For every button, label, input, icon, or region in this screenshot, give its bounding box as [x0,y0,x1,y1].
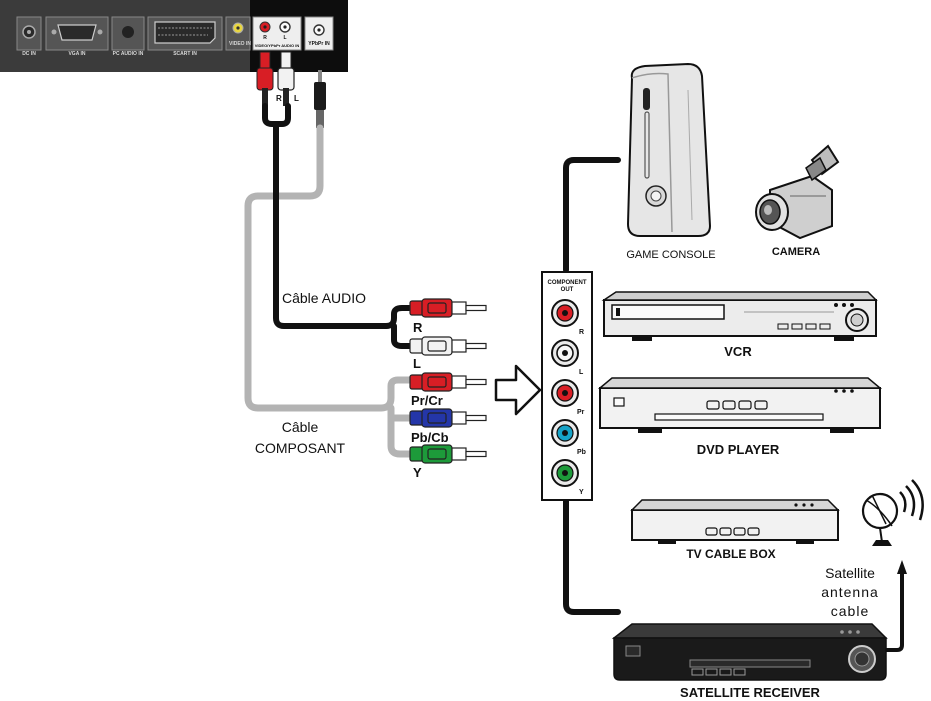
game-console [626,62,712,237]
scart-port [154,21,216,44]
dc-in-label: DC IN [22,51,36,57]
camera-label: CAMERA [772,246,820,258]
rca-label-y: Y [413,465,422,480]
rca-label-pb-cb: Pb/Cb [411,430,449,445]
antenna-label-1: Satellite [825,565,875,581]
device-bus-top [563,157,621,273]
component-cable-label-1: Câble [282,419,319,435]
antenna-label-2: antenna [821,584,879,600]
audio-in-r-label: R [263,35,267,41]
camera [755,144,840,240]
pc-audio-in-label: PC AUDIO IN [113,51,144,57]
antenna-cable [878,570,904,652]
tv-back-panel: DC IN VGA IN PC AUDIO IN SCART IN VIDEO … [0,0,348,72]
tv-cable-box-label: TV CABLE BOX [686,547,775,561]
ypbpr-in-label: YPbPr IN [308,41,330,47]
component-jack-l-label: L [579,369,584,376]
vcr-label: VCR [724,344,752,359]
vcr [601,291,878,341]
component-out-panel: COMPONENT OUT R L Pr Pb Y [541,271,593,501]
satellite-receiver [611,623,888,681]
plug-r-label: R [276,94,282,103]
rca-plug-pb [409,408,487,428]
tv-cable-box [630,499,840,544]
vga-port [57,24,97,41]
audio-in-label: VIDEO/YPbPr AUDIO IN [255,43,300,48]
component-jack-pr-label: Pr [577,409,585,416]
game-console-label: GAME CONSOLE [626,249,715,261]
scart-in-label: SCART IN [173,51,197,57]
component-jack-r-label: R [579,329,584,336]
connection-arrow-icon [494,364,542,416]
video-in-label: VIDEO IN [229,41,251,47]
component-jack-pb-label: Pb [577,449,586,456]
satellite-dish-icon [861,479,924,546]
vga-in-label: VGA IN [68,51,85,57]
audio-cable [273,121,389,329]
rca-plug-y [409,444,487,464]
antenna-label-3: cable [831,603,869,619]
component-cable-label-2: COMPOSANT [255,440,346,456]
rca-plug-pr [409,372,487,392]
cables [244,103,904,652]
audio-cable-label: Câble AUDIO [282,290,366,306]
pc-audio-port [122,26,134,38]
rca-plug-audio-r [409,298,487,318]
panel-plugs: R L [256,51,326,128]
dvd-player-label: DVD PLAYER [697,442,780,457]
rca-label-r: R [413,320,423,335]
audio-in-l-label: L [283,35,286,41]
device-bus-bottom [563,497,621,615]
plug-l-label: L [294,94,299,103]
rca-label-pr-cr: Pr/Cr [411,393,443,408]
component-cable [244,124,385,412]
component-jack-y-label: Y [579,489,584,496]
antenna-cable-arrow [897,560,907,574]
satellite-receiver-label: SATELLITE RECEIVER [680,685,820,700]
dvd-player [597,377,883,433]
rca-plug-audio-l [409,336,487,356]
component-out-title-1: COMPONENT [548,280,587,286]
component-out-title-2: OUT [561,287,574,293]
rca-label-l: L [413,356,421,371]
